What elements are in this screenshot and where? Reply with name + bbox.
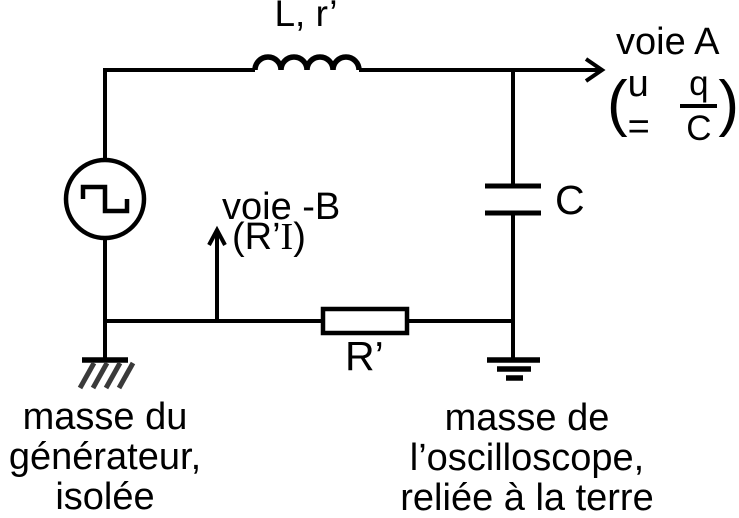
capacitor-symbol xyxy=(485,183,541,216)
generator-circle xyxy=(63,157,147,241)
channel-b-current-symbol: I xyxy=(280,216,294,258)
channel-a-label: voie A xyxy=(616,21,720,63)
formula-denominator: C xyxy=(686,109,712,148)
wire-top-left xyxy=(103,68,255,72)
formula-paren-open: ( xyxy=(607,69,628,138)
generator-ground-caption-line3: isolée xyxy=(55,476,155,518)
formula-paren-close: ) xyxy=(718,69,739,138)
channel-b-label: voie -B xyxy=(222,186,341,228)
capacitor-label: C xyxy=(555,177,585,223)
channel-b-formula-prefix: (R’ xyxy=(232,216,281,258)
oscilloscope-ground-caption-line1: masse de xyxy=(444,397,610,439)
oscilloscope-ground-caption: masse de l’oscilloscope, reliée à la ter… xyxy=(390,398,664,518)
generator-ground-caption-line1: masse du xyxy=(22,396,188,438)
resistor-label: R’ xyxy=(345,333,384,379)
channel-a-formula: ( u = q C ) xyxy=(607,63,739,148)
generator-ground-icon xyxy=(77,357,136,390)
formula-fraction: q C xyxy=(680,64,718,148)
channel-b-arrowhead-icon xyxy=(207,225,227,246)
formula-expression: u = xyxy=(627,63,650,148)
resistor-symbol xyxy=(320,306,410,336)
channel-b-arrow xyxy=(207,225,227,320)
generator-ground-caption: masse du générateur, isolée xyxy=(0,397,218,517)
earth-ground-icon xyxy=(487,357,540,381)
channel-b-formula: (R’I) xyxy=(232,218,306,256)
channel-b-formula-close: ) xyxy=(293,216,306,258)
oscilloscope-ground-caption-line3: reliée à la terre xyxy=(400,477,654,518)
square-wave-icon xyxy=(80,184,130,214)
generator-ground-caption-line2: générateur, xyxy=(8,436,202,478)
fraction-bar-icon xyxy=(680,104,718,108)
channel-a-arrowhead-icon xyxy=(584,57,606,83)
inductor-label: L, r’ xyxy=(274,0,338,34)
formula-numerator: q xyxy=(689,64,709,103)
oscilloscope-ground-caption-line2: l’oscilloscope, xyxy=(409,437,645,479)
inductor-symbol xyxy=(252,54,362,71)
generator-symbol xyxy=(63,157,147,241)
